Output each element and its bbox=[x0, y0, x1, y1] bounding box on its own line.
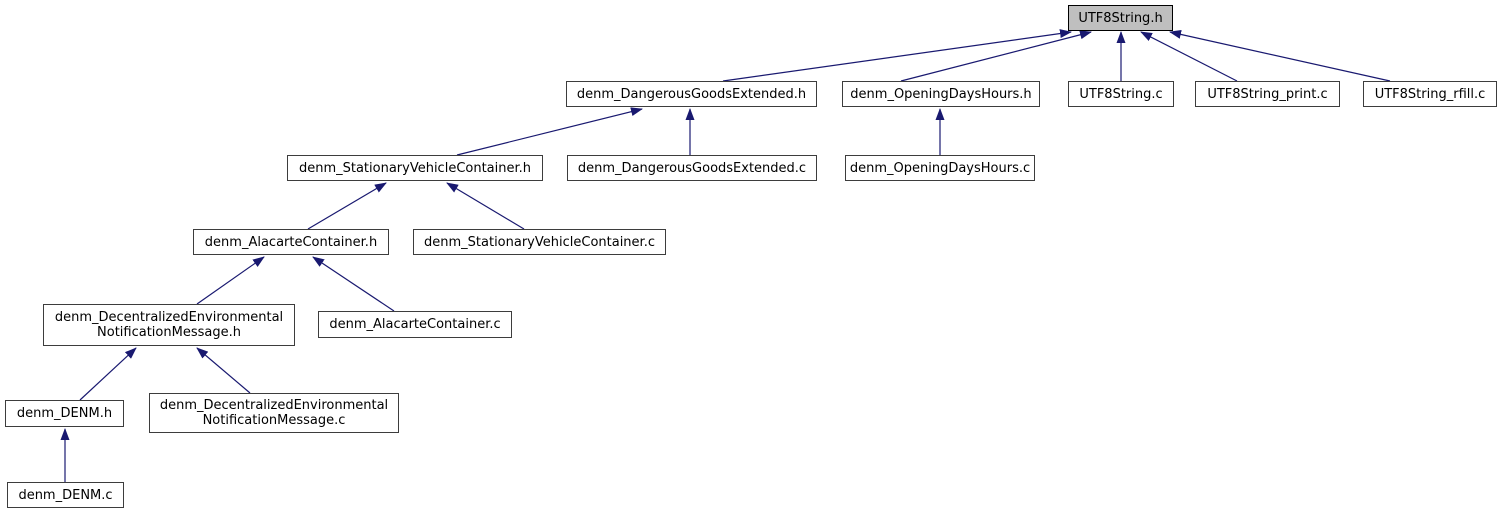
graph-node-utf8string-c[interactable]: UTF8String.c bbox=[1068, 81, 1174, 107]
graph-node-label: denm_DENM.c bbox=[18, 487, 113, 503]
graph-node-label: NotificationMessage.c bbox=[202, 413, 346, 428]
graph-node-denm-dangerousgoodsextended-h[interactable]: denm_DangerousGoodsExtended.h bbox=[566, 81, 817, 107]
graph-node-label: UTF8String_print.c bbox=[1207, 86, 1328, 102]
graph-node-label: denm_OpeningDaysHours.c bbox=[849, 160, 1031, 176]
graph-node-label: denm_OpeningDaysHours.h bbox=[850, 86, 1032, 102]
graph-node-label: denm_DangerousGoodsExtended.c bbox=[577, 160, 807, 176]
edge-denm-dangerousgoodsextended-h--utf8string-h bbox=[722, 29, 1072, 82]
graph-node-label: denm_AlacarteContainer.h bbox=[204, 234, 378, 250]
edge-denm-decentralizedenvironmentalnotificationmessage-h--denm-alacartecontainer-h bbox=[196, 256, 265, 305]
graph-node-label: denm_DecentralizedEnvironmental bbox=[159, 398, 389, 413]
graph-node-label: denm_DENM.h bbox=[16, 406, 113, 421]
graph-node-label: NotificationMessage.h bbox=[97, 325, 241, 340]
graph-node-utf8string-h: UTF8String.h bbox=[1068, 5, 1173, 31]
graph-node-label: UTF8String_rfill.c bbox=[1374, 86, 1486, 102]
graph-node-denm-openingdayshours-h[interactable]: denm_OpeningDaysHours.h bbox=[842, 81, 1040, 107]
graph-node-label: UTF8String.c bbox=[1079, 86, 1163, 102]
graph-node-label: denm_AlacarteContainer.c bbox=[329, 317, 501, 332]
edge-utf8string-rfill-c--utf8string-h bbox=[1169, 29, 1391, 82]
graph-node-utf8string-print-c[interactable]: UTF8String_print.c bbox=[1195, 81, 1340, 107]
edge-denm-stationaryvehiclecontainer-h--denm-dangerousgoodsextended-h bbox=[456, 107, 643, 156]
graph-node-utf8string-rfill-c[interactable]: UTF8String_rfill.c bbox=[1363, 81, 1497, 107]
graph-node-label: denm_DecentralizedEnvironmental bbox=[54, 310, 284, 325]
graph-node-label: denm_StationaryVehicleContainer.h bbox=[298, 160, 532, 176]
edge-utf8string-print-c--utf8string-h bbox=[1140, 31, 1238, 82]
edge-denm-stationaryvehiclecontainer-c--denm-stationaryvehiclecontainer-h bbox=[446, 182, 525, 230]
graph-node-label: UTF8String.h bbox=[1078, 10, 1163, 26]
edge-denm-openingdayshours-h--utf8string-h bbox=[900, 30, 1092, 82]
edge-denm-denm-h--denm-decentralizedenvironmentalnotificationmessage-h bbox=[79, 347, 137, 401]
edge-denm-decentralizedenvironmentalnotificationmessage-c--denm-decentralizedenvironmentalnotificationmessage-h bbox=[196, 347, 251, 394]
graph-node-denm-denm-c[interactable]: denm_DENM.c bbox=[7, 482, 124, 508]
edge-denm-alacartecontainer-c--denm-alacartecontainer-h bbox=[312, 256, 395, 312]
graph-node-denm-stationaryvehiclecontainer-c[interactable]: denm_StationaryVehicleContainer.c bbox=[413, 229, 666, 255]
graph-node-denm-stationaryvehiclecontainer-h[interactable]: denm_StationaryVehicleContainer.h bbox=[287, 155, 543, 181]
graph-node-label: denm_StationaryVehicleContainer.c bbox=[424, 234, 655, 250]
graph-node-denm-alacartecontainer-c[interactable]: denm_AlacarteContainer.c bbox=[318, 311, 512, 338]
edge-denm-alacartecontainer-h--denm-stationaryvehiclecontainer-h bbox=[307, 182, 387, 230]
graph-node-denm-openingdayshours-c[interactable]: denm_OpeningDaysHours.c bbox=[845, 155, 1035, 181]
graph-node-denm-dangerousgoodsextended-c[interactable]: denm_DangerousGoodsExtended.c bbox=[567, 155, 817, 181]
graph-node-denm-denm-h[interactable]: denm_DENM.h bbox=[5, 400, 124, 427]
graph-node-label: denm_DangerousGoodsExtended.h bbox=[576, 86, 807, 102]
graph-node-denm-alacartecontainer-h[interactable]: denm_AlacarteContainer.h bbox=[193, 229, 389, 255]
